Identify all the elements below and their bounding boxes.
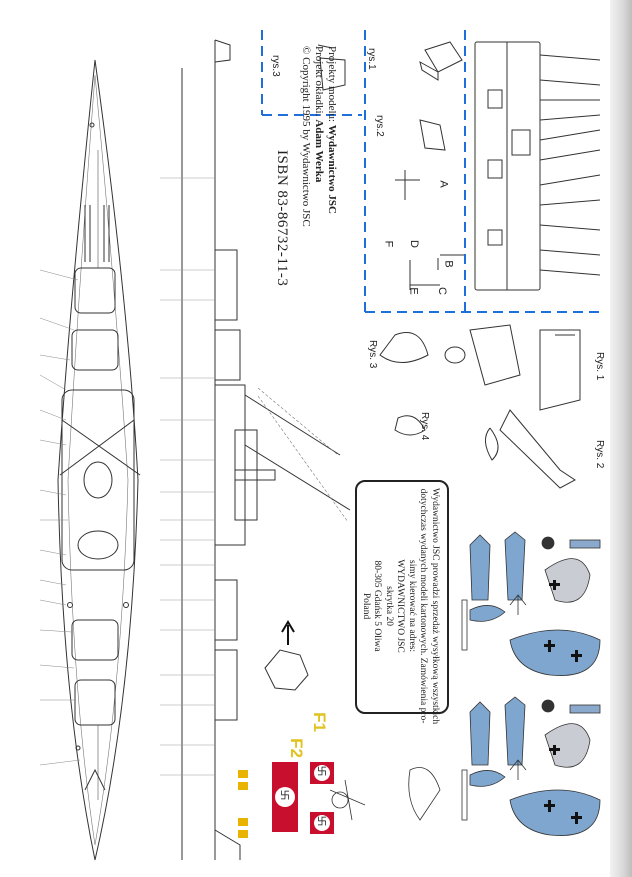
- label-rys3: rys.3: [270, 55, 281, 77]
- label-rys3-b: Rys. 3: [367, 340, 378, 369]
- letter-d: D: [407, 240, 420, 248]
- credits-cover-name: Adam Werka: [313, 119, 325, 183]
- small-flag-2: 卐: [310, 812, 334, 834]
- credits-design-name: Wydawnictwo JSC: [326, 124, 338, 214]
- address-line: simy kierować na adres:: [407, 560, 417, 653]
- label-rys1: rys.1: [366, 48, 377, 70]
- copyright-line: © Copyright 1995 by Wydawnictwo JSC: [300, 46, 312, 227]
- address-line: Wydawnictwo JSC prowadzi sprzedaż wysyłk…: [430, 488, 440, 725]
- credits-design-label: Projekty modelu:: [326, 46, 338, 123]
- turret-c: [71, 619, 119, 661]
- emblem-swatch: [238, 830, 248, 838]
- aircraft-parts: [329, 531, 601, 836]
- deck-plan-hull: [57, 59, 139, 861]
- war-ensign-flag: 卐: [272, 762, 298, 832]
- label-rys4-b: Rys. 4: [419, 412, 430, 441]
- isbn: ISBN 83-86732-11-3: [274, 150, 290, 287]
- label-rys1-b: Rys. 1: [594, 352, 605, 381]
- label-rys2: rys.2: [374, 115, 385, 137]
- turret-a: [74, 267, 116, 314]
- catapult-details: [379, 324, 581, 489]
- address-text: Wydawnictwo JSC prowadzi sprzedaż wysyłk…: [360, 488, 440, 725]
- marker-f1: F1: [309, 712, 329, 732]
- letter-a: A: [437, 180, 450, 188]
- marker-f2: F2: [286, 738, 306, 758]
- swastika-icon: 卐: [317, 767, 327, 778]
- small-flag-1: 卐: [310, 762, 334, 784]
- superstructure: [61, 389, 135, 571]
- letter-b: B: [442, 260, 455, 268]
- letter-e: E: [407, 287, 420, 295]
- credits-block: Projekty modelu: Wydawnictwo JSC Projekt…: [299, 46, 338, 227]
- letter-c: C: [435, 287, 448, 295]
- address-line: 80-305 Gdańsk 5 Oliwa: [372, 560, 383, 652]
- turret-d: [74, 679, 116, 726]
- address-line: dotychczas wydanych modeli kartonowych. …: [418, 488, 429, 724]
- swastika-icon: 卐: [317, 817, 327, 828]
- side-elevation: [181, 39, 351, 860]
- emblem-swatch: [238, 782, 248, 790]
- address-line: WYDAWNICTWO JSC: [395, 559, 406, 653]
- emblem-swatch: [238, 770, 248, 778]
- address-line: skrytka 20: [384, 586, 394, 626]
- address-box: [355, 480, 449, 714]
- detail-panel: [317, 41, 601, 291]
- address-line: Poland: [361, 592, 371, 620]
- letter-f: F: [382, 240, 395, 248]
- emblem-swatch: [238, 818, 248, 826]
- label-rys2-b: Rys. 2: [594, 440, 605, 469]
- turret-b: [71, 329, 119, 371]
- credits-cover-label: Projekt okładki:: [313, 46, 325, 117]
- swastika-icon: 卐: [280, 791, 290, 802]
- page-edge: [610, 0, 632, 877]
